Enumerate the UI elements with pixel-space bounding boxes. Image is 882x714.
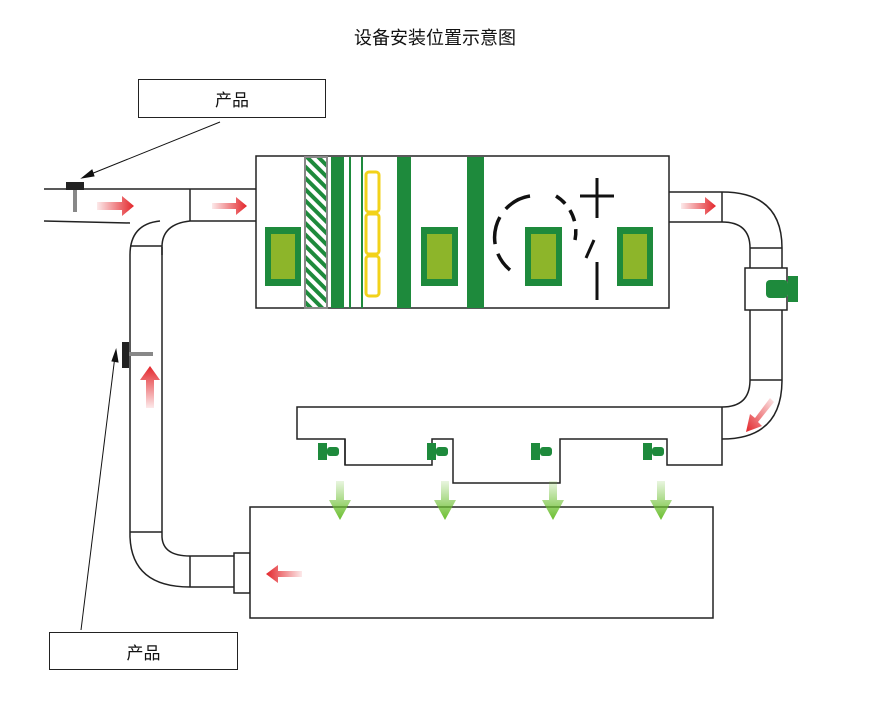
supply-outlet-icon xyxy=(643,443,664,460)
airflow-arrow-icon xyxy=(266,565,302,583)
supply-arrows xyxy=(329,481,672,520)
product-label-bottom: 产品 xyxy=(49,632,238,670)
airflow-arrow-icon xyxy=(746,398,774,432)
ahu-internals xyxy=(265,156,653,309)
filter-hatched xyxy=(304,156,328,309)
duct-sensor-icon xyxy=(766,276,798,302)
supply-outlet-icon xyxy=(427,443,448,460)
airflow-arrows xyxy=(97,196,774,583)
supply-arrow xyxy=(542,481,564,520)
airflow-arrow-icon xyxy=(97,196,134,216)
supply-arrow xyxy=(329,481,351,520)
coil-bar-2 xyxy=(397,157,411,308)
sensor-probe-icon xyxy=(122,342,153,368)
diagram-title: 设备安装位置示意图 xyxy=(354,28,516,49)
airflow-arrow-icon xyxy=(681,197,716,215)
supply-arrow xyxy=(434,481,456,520)
bag-filter xyxy=(364,170,381,298)
sensor-probe-icon xyxy=(66,182,84,212)
coil-bar-3 xyxy=(467,157,484,308)
supply-outlet-icon xyxy=(531,443,552,460)
leader-lines xyxy=(80,121,221,631)
supply-outlets xyxy=(318,276,798,460)
duct-system xyxy=(43,155,788,619)
supply-outlet-icon xyxy=(318,443,339,460)
fan-icon xyxy=(492,178,614,300)
product-label-top: 产品 xyxy=(138,79,326,118)
airflow-arrow-icon xyxy=(140,366,160,408)
airflow-arrow-icon xyxy=(212,197,247,215)
supply-arrow xyxy=(650,481,672,520)
coil-bar-1 xyxy=(331,157,344,308)
